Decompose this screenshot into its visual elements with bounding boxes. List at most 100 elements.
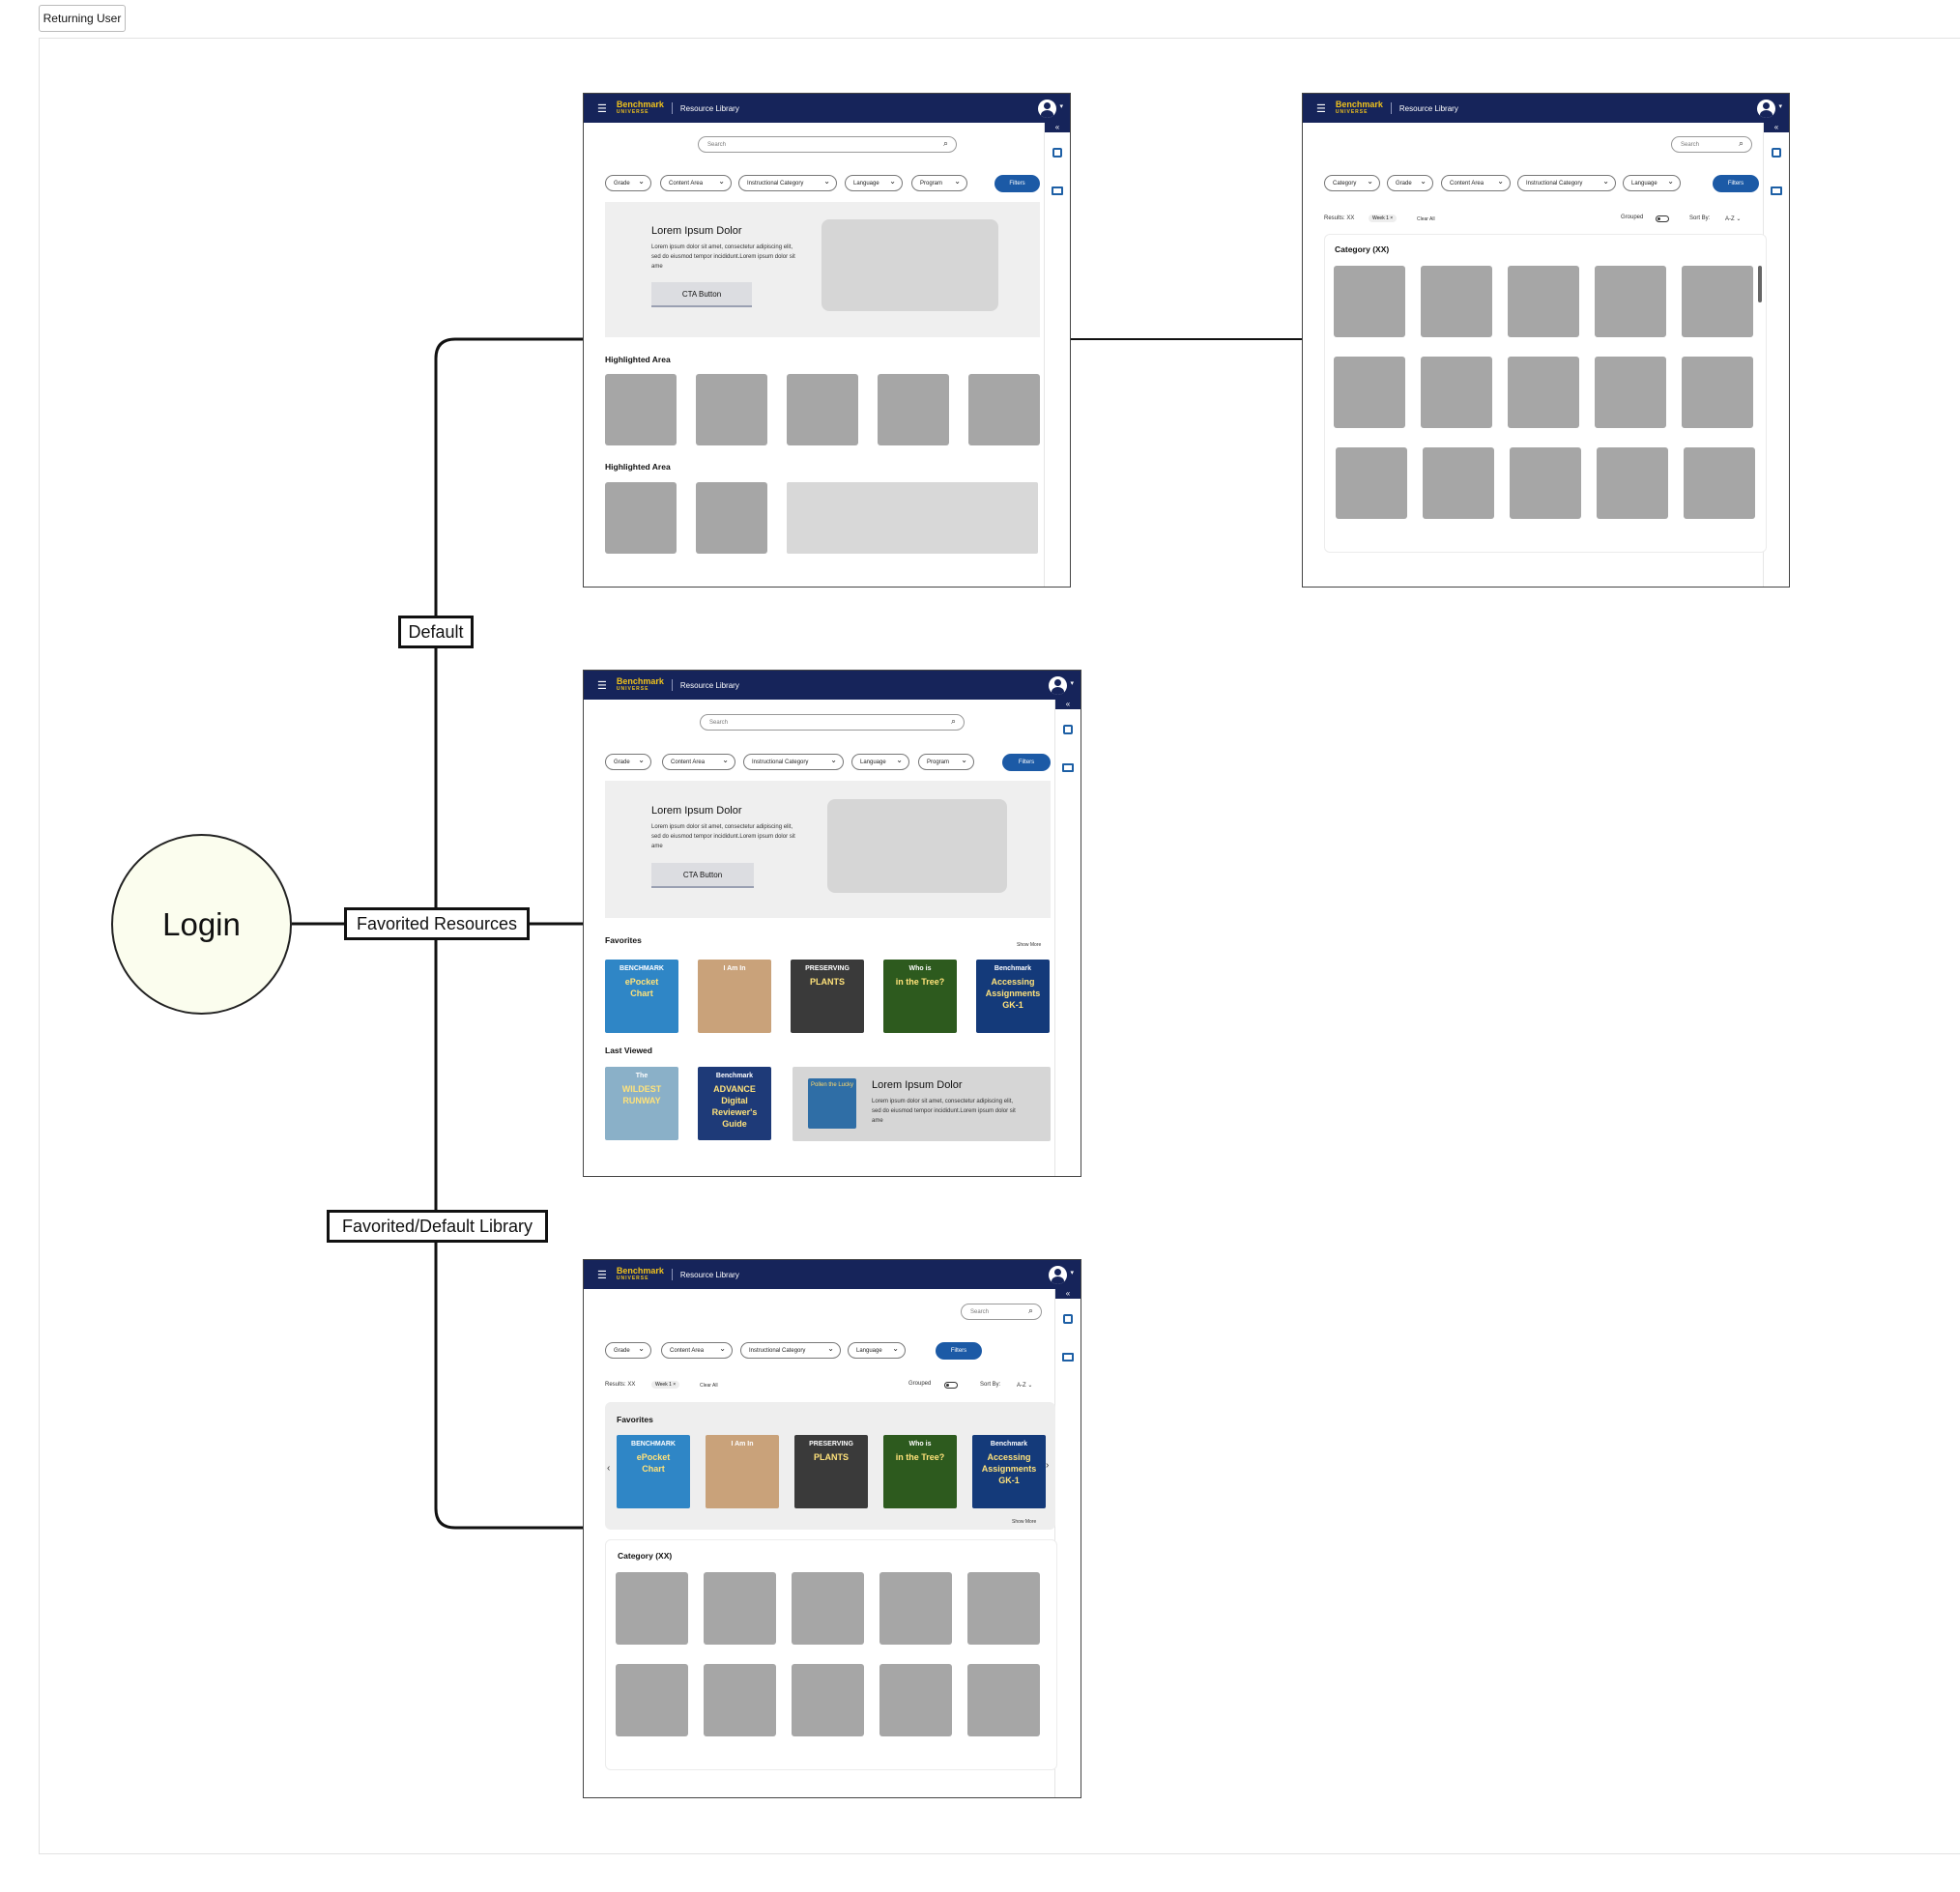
resource-tile[interactable] [879, 1664, 952, 1736]
filter-grade[interactable]: Grade⌄ [605, 175, 651, 191]
filter-content-area[interactable]: Content Area⌄ [661, 1342, 733, 1359]
clipboard-icon[interactable] [1052, 148, 1062, 158]
resource-tile[interactable] [605, 374, 677, 445]
avatar[interactable] [1757, 100, 1775, 118]
resource-tile[interactable] [696, 482, 767, 554]
menu-icon[interactable]: ☰ [1316, 102, 1326, 115]
filter-program[interactable]: Program⌄ [918, 754, 974, 770]
branch-label-default[interactable]: Default [398, 616, 474, 648]
filter-language[interactable]: Language⌄ [1623, 175, 1681, 191]
branch-label-favorited-resources[interactable]: Favorited Resources [344, 907, 530, 940]
resource-tile[interactable] [704, 1572, 776, 1645]
resource-tile[interactable] [792, 1572, 864, 1645]
resource-tile[interactable] [1421, 266, 1492, 337]
resource-tile[interactable] [1423, 447, 1494, 519]
resource-tile[interactable] [1510, 447, 1581, 519]
filter-category[interactable]: Category⌄ [1324, 175, 1380, 191]
filter-grade[interactable]: Grade⌄ [605, 754, 651, 770]
search-input[interactable]: Search⌕ [700, 714, 965, 731]
resource-tile[interactable] [879, 1572, 952, 1645]
book-icon[interactable] [1052, 186, 1063, 195]
collapse-icon[interactable]: « [1045, 123, 1070, 132]
resource-tile[interactable] [1508, 266, 1579, 337]
filter-content-area[interactable]: Content Area⌄ [1441, 175, 1511, 191]
filter-grade[interactable]: Grade⌄ [1387, 175, 1433, 191]
chevron-down-icon[interactable]: ▾ [1070, 680, 1074, 687]
resource-tile[interactable] [704, 1664, 776, 1736]
resource-tile[interactable] [1334, 357, 1405, 428]
grouped-toggle[interactable] [944, 1382, 958, 1389]
search-input[interactable]: Search⌕ [961, 1304, 1042, 1320]
filter-content-area[interactable]: Content Area⌄ [662, 754, 735, 770]
show-more-link[interactable]: Show More [1017, 942, 1042, 948]
resource-tile[interactable] [968, 374, 1040, 445]
resource-tile[interactable] [1597, 447, 1668, 519]
show-more-link[interactable]: Show More [1012, 1519, 1037, 1525]
chevron-down-icon[interactable]: ▾ [1070, 1270, 1074, 1276]
filter-content-area[interactable]: Content Area⌄ [660, 175, 732, 191]
last-viewed-card[interactable]: Pollen the Lucky Lorem Ipsum Dolor Lorem… [793, 1067, 1051, 1141]
sort-select[interactable]: A-Z ⌄ [1017, 1383, 1033, 1389]
clear-all-link[interactable]: Clear All [700, 1383, 718, 1389]
resource-tile[interactable] [1334, 266, 1405, 337]
clipboard-icon[interactable] [1772, 148, 1781, 158]
resource-tile[interactable] [1682, 266, 1753, 337]
avatar[interactable] [1038, 100, 1056, 118]
resource-tile[interactable] [616, 1664, 688, 1736]
chevron-down-icon[interactable]: ▾ [1059, 103, 1063, 110]
resource-tile[interactable] [1595, 357, 1666, 428]
resource-cover[interactable]: I Am In [698, 960, 771, 1033]
filter-grade[interactable]: Grade⌄ [605, 1342, 651, 1359]
resource-tile[interactable] [696, 374, 767, 445]
filter-chip[interactable]: Week 1 × [1369, 215, 1398, 222]
collapse-icon[interactable]: « [1055, 1289, 1081, 1299]
search-input[interactable]: Search⌕ [698, 136, 957, 153]
menu-icon[interactable]: ☰ [597, 1269, 607, 1281]
resource-tile[interactable] [605, 482, 677, 554]
sort-select[interactable]: A-Z ⌄ [1725, 216, 1742, 222]
menu-icon[interactable]: ☰ [597, 679, 607, 692]
filter-program[interactable]: Program⌄ [911, 175, 967, 191]
filter-language[interactable]: Language⌄ [851, 754, 909, 770]
scrollbar[interactable] [1758, 266, 1762, 302]
filter-instructional-category[interactable]: Instructional Category⌄ [738, 175, 837, 191]
returning-user-tab[interactable]: Returning User [39, 5, 126, 32]
branch-label-favorited-default-library[interactable]: Favorited/Default Library [327, 1210, 548, 1243]
cta-button[interactable]: CTA Button [651, 863, 754, 888]
resource-tile[interactable] [1684, 447, 1755, 519]
resource-tile[interactable] [1508, 357, 1579, 428]
resource-tile[interactable] [1421, 357, 1492, 428]
collapse-icon[interactable]: « [1764, 123, 1789, 132]
filters-button[interactable]: Filters [1713, 175, 1759, 192]
chevron-left-icon[interactable]: ‹ [607, 1463, 611, 1474]
clipboard-icon[interactable] [1063, 725, 1073, 734]
resource-tile[interactable] [1682, 357, 1753, 428]
chevron-down-icon[interactable]: ▾ [1778, 103, 1782, 110]
resource-cover[interactable]: I Am In [706, 1435, 779, 1508]
resource-tile[interactable] [967, 1572, 1040, 1645]
resource-tile[interactable] [792, 1664, 864, 1736]
filter-instructional-category[interactable]: Instructional Category⌄ [743, 754, 844, 770]
filters-button[interactable]: Filters [994, 175, 1040, 192]
book-icon[interactable] [1062, 763, 1074, 772]
filter-instructional-category[interactable]: Instructional Category⌄ [740, 1342, 841, 1359]
filter-instructional-category[interactable]: Instructional Category⌄ [1517, 175, 1616, 191]
login-node[interactable]: Login [111, 834, 292, 1015]
filter-language[interactable]: Language⌄ [848, 1342, 906, 1359]
avatar[interactable] [1049, 676, 1067, 695]
book-icon[interactable] [1771, 186, 1782, 195]
filter-chip[interactable]: Week 1 × [651, 1381, 680, 1389]
clipboard-icon[interactable] [1063, 1314, 1073, 1324]
filters-button[interactable]: Filters [936, 1342, 982, 1360]
resource-tile[interactable] [616, 1572, 688, 1645]
